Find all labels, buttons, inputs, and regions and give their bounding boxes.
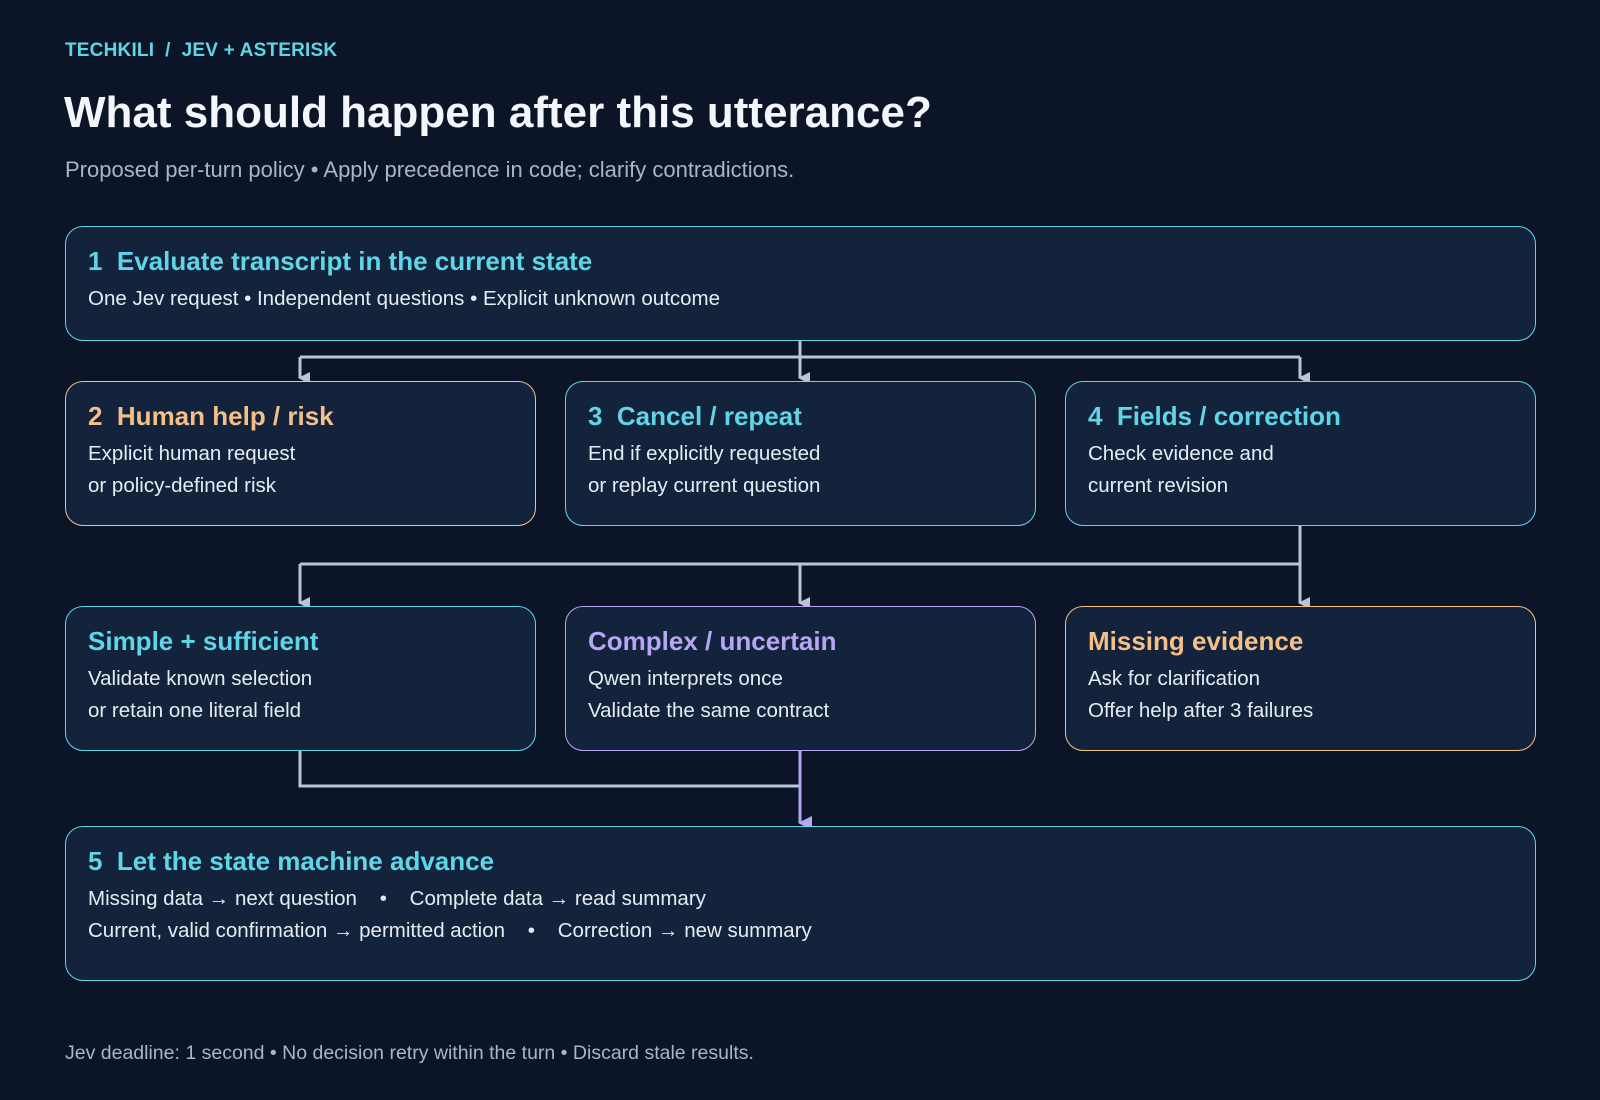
node-line: Validate known selection	[88, 667, 313, 690]
connector-evaluate-fanout	[298, 340, 1310, 384]
node-line: or replay current question	[588, 474, 821, 497]
node-title: 2 Human help / risk	[88, 401, 334, 431]
node-simple-sufficient: Simple + sufficient Validate known selec…	[65, 606, 536, 751]
node-line: Explicit human request	[88, 442, 296, 465]
node-title: 1 Evaluate transcript in the current sta…	[88, 246, 593, 276]
page-subtitle: Proposed per-turn policy • Apply precede…	[65, 157, 795, 182]
node-title: 4 Fields / correction	[1088, 401, 1341, 431]
node-complex-uncertain: Complex / uncertain Qwen interprets once…	[565, 606, 1036, 751]
node-state-machine-advance: 5 Let the state machine advance Missing …	[65, 826, 1536, 981]
connector-fields-fanout	[298, 525, 1310, 609]
node-line: Offer help after 3 failures	[1088, 699, 1314, 722]
page-title: What should happen after this utterance?	[64, 88, 932, 137]
footer-note: Jev deadline: 1 second • No decision ret…	[65, 1042, 754, 1064]
connector-merge	[298, 750, 812, 830]
breadcrumb: TECHKILI / JEV + ASTERISK	[65, 40, 338, 61]
node-line: or policy-defined risk	[88, 474, 276, 497]
node-title: 5 Let the state machine advance	[88, 846, 495, 876]
node-fields-correction: 4 Fields / correction Check evidence and…	[1065, 381, 1536, 526]
node-line: Ask for clarification	[1088, 667, 1261, 690]
node-line: Missing data → next question • Complete …	[88, 887, 706, 910]
node-line: or retain one literal field	[88, 699, 302, 722]
node-line: Check evidence and	[1088, 442, 1274, 465]
node-line: Qwen interprets once	[588, 667, 783, 690]
node-title: Complex / uncertain	[588, 626, 837, 656]
node-line: End if explicitly requested	[588, 442, 821, 465]
node-evaluate-transcript: 1 Evaluate transcript in the current sta…	[65, 226, 1536, 341]
node-title: Missing evidence	[1088, 626, 1304, 656]
node-missing-evidence: Missing evidence Ask for clarification O…	[1065, 606, 1536, 751]
node-line: Current, valid confirmation → permitted …	[88, 919, 812, 942]
node-title: 3 Cancel / repeat	[588, 401, 802, 431]
connector-simple-to-merge	[298, 750, 800, 788]
node-title: Simple + sufficient	[88, 626, 319, 656]
node-line: One Jev request • Independent questions …	[88, 287, 721, 310]
node-line: Validate the same contract	[588, 699, 830, 722]
node-human-help: 2 Human help / risk Explicit human reque…	[65, 381, 536, 526]
node-cancel-repeat: 3 Cancel / repeat End if explicitly requ…	[565, 381, 1036, 526]
node-line: current revision	[1088, 474, 1229, 497]
